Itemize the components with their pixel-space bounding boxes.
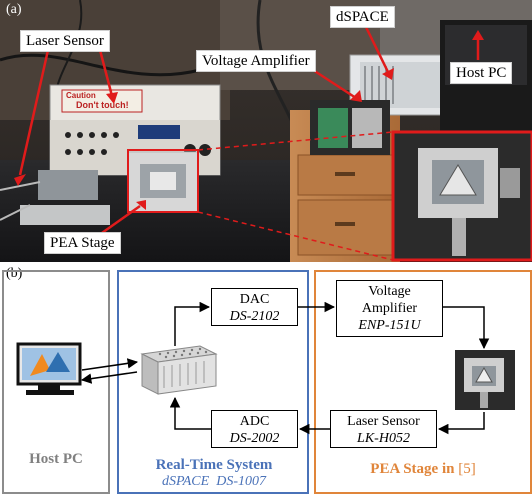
amp-title-2: Amplifier [361,301,418,316]
pea-stage-label-text: PEA Stage in [370,461,455,477]
dac-model: DS-2102 [229,309,280,324]
caution-sign-top: Caution [66,91,96,100]
real-time-sub-a: dSPACE [162,474,210,489]
dspace-box-icon [140,345,218,395]
computer-icon [16,342,82,395]
block-diagram: (b) Host PC Real-Time System dSPACE DS-1… [0,262,532,494]
host-pc-label: Host PC [29,451,83,467]
caution-sign-text: Don't touch! [76,100,129,110]
laser-title: Laser Sensor [347,414,420,429]
amp-model: ENP-151U [358,318,421,333]
pea-stage-ref: [5] [458,461,476,477]
group-host-pc [2,270,110,494]
laser-sensor-block: Laser Sensor LK-H052 [330,410,437,448]
label-laser-sensor: Laser Sensor [20,30,110,52]
setup-photo: (a) Laser Sensor dSPACE Voltage Amplifie… [0,0,532,262]
adc-title: ADC [239,414,270,429]
dac-title: DAC [239,292,270,307]
label-dspace: dSPACE [330,6,395,28]
adc-model: DS-2002 [229,431,280,446]
pea-stage-photo [455,350,515,410]
voltage-amplifier-block: Voltage Amplifier ENP-151U [336,280,443,337]
dac-block: DAC DS-2102 [211,288,298,326]
laser-model: LK-H052 [357,431,410,446]
real-time-label: Real-Time System [155,457,273,473]
panel-a-tag: (a) [6,2,22,17]
real-time-sub: dSPACE DS-1007 [119,474,309,490]
label-voltage-amplifier: Voltage Amplifier [196,50,316,72]
label-pea-stage: PEA Stage [44,232,121,254]
adc-block: ADC DS-2002 [211,410,298,448]
label-host-pc: Host PC [450,62,513,84]
real-time-sub-b: DS-1007 [216,474,266,489]
panel-b-tag: (b) [6,266,23,281]
diagram-drawings [16,301,515,435]
group-pea-stage [314,270,532,494]
pea-stage-label: PEA Stage in [5] [316,460,530,478]
amp-title-1: Voltage [368,284,411,299]
group-real-time-system [117,270,309,494]
